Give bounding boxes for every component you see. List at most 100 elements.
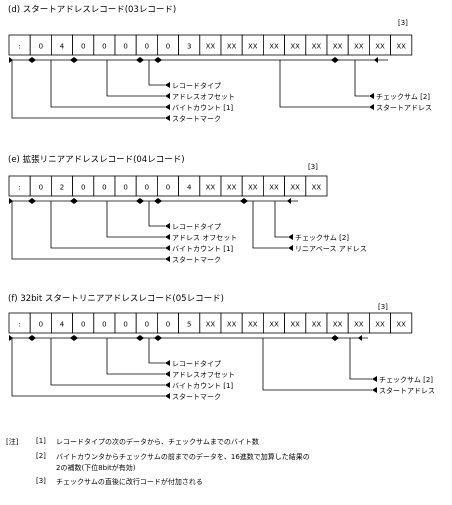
section-f-label-record-type: レコードタイプ [172, 359, 221, 368]
record-cell-text: XX [354, 43, 364, 51]
record-cell-text: XX [269, 43, 279, 51]
section-d-title: (d) スタートアドレスレコード(03レコード) [8, 5, 177, 15]
record-cell-text: 0 [39, 43, 43, 51]
record-cell-text: 3 [187, 43, 191, 51]
record-cell [390, 34, 413, 56]
section-f-ref: [3] [378, 303, 388, 311]
record-cell-text: 0 [81, 184, 85, 192]
record-cell-text: XX [206, 321, 216, 329]
section-e-label-address-offset: アドレス オフセット [172, 234, 237, 242]
section-d-label-start-address: スタートアドレス [376, 103, 432, 112]
record-cell-text: 0 [123, 321, 127, 329]
section-f-label-byte-count: バイトカウント [1] [172, 382, 233, 390]
section-f-label-checksum: チェックサム [2] [379, 376, 433, 384]
section-f-title: (f) 32bit スタートリニアアドレスレコード(05レコード) [8, 294, 224, 304]
section-d-label-start-mark: スタートマーク [172, 114, 221, 123]
record-cell-text: XX [375, 321, 385, 329]
note-1-text: レコードタイプの次のデータから、チェックサムまでのバイト数 [56, 438, 259, 446]
record-cell-text: 0 [81, 321, 85, 329]
record-cell-text: XX [269, 321, 279, 329]
record-cell-text: 0 [39, 184, 43, 192]
record-cell-text: 0 [39, 321, 43, 329]
section-f-diagram: : 0 4 0 0 0 0 0 5 XX XX XX XX XX XX XX XX XX XX レコードタイプ アド… [8, 312, 435, 401]
section-e-label-checksum: チェックサム [2] [295, 234, 349, 242]
note-1-marker: [1] [36, 437, 46, 445]
section-f-label-start-address: スタートアドレス [379, 386, 435, 395]
section-e-arrowheads [9, 198, 293, 262]
record-cell-text: XX [206, 43, 216, 51]
record-cell-text: 0 [102, 321, 106, 329]
record-cell-text: XX [354, 321, 364, 329]
section-d-label-record-type: レコードタイプ [172, 81, 221, 90]
record-cell-text: 2 [60, 184, 64, 192]
record-cell-text: 4 [60, 321, 65, 329]
record-cell-text: 5 [187, 321, 191, 329]
section-d-label-address-offset: アドレスオフセット [172, 93, 235, 101]
section-f-label-start-mark: スタートマーク [172, 392, 221, 401]
section-e-title: (e) 拡張リニアアドレスレコード(04レコード) [8, 155, 185, 165]
section-d-ref: [3] [398, 19, 408, 27]
section-d-label-byte-count: バイトカウント [1] [172, 104, 233, 112]
record-cell-text: XX [290, 184, 300, 192]
notes-heading: [注] [6, 438, 19, 446]
record-cell-text: XX [227, 321, 237, 329]
record-cell-text: XX [333, 43, 343, 51]
record-cell-text: XX [312, 321, 322, 329]
section-e-label-linear-base-address: リニアベース アドレス [295, 245, 367, 253]
record-cell-text: XX [248, 184, 258, 192]
section-e-cells: : 0 2 0 0 0 0 0 4 XX XX XX XX XX XX [8, 175, 328, 197]
note-2-marker: [2] [36, 452, 46, 460]
section-e-ref: [3] [308, 163, 318, 171]
record-cell-text: 0 [102, 184, 106, 192]
record-cell-text: 0 [81, 43, 85, 51]
section-d-diagram: : 0 4 0 0 0 0 0 3 XX XX XX XX XX XX XX XX XX XX レコードタイプ アド… [8, 34, 432, 123]
section-d-leaders [9, 59, 388, 119]
record-cell-text: XX [248, 321, 258, 329]
record-cell-text: XX [227, 43, 237, 51]
record-cell-text: 0 [145, 43, 149, 51]
section-d-label-checksum: チェックサム [2] [376, 93, 430, 101]
record-cell [305, 175, 328, 197]
record-cell-text: XX [312, 184, 322, 192]
record-cell-text: XX [248, 43, 258, 51]
note-2-text-line2: 2の補数(下位8bitが有効) [56, 464, 136, 472]
section-f-arrowheads [9, 335, 377, 399]
record-cell-text: XX [396, 43, 406, 51]
note-3-text: チェックサムの直後に改行コードが付加される [56, 478, 203, 486]
record-cell-text: 0 [166, 321, 170, 329]
record-cell-text: 4 [60, 43, 65, 51]
record-cell-text: 0 [166, 43, 170, 51]
record-cell-text: XX [333, 321, 343, 329]
record-cell-text: 0 [166, 184, 170, 192]
record-cell-text: XX [227, 184, 237, 192]
record-cell-text: XX [396, 321, 406, 329]
record-cell-text: : [18, 43, 20, 51]
section-f-cells: : 0 4 0 0 0 0 0 5 XX XX XX XX XX XX XX XX XX XX [8, 312, 413, 334]
record-cell-text: XX [290, 43, 300, 51]
record-cell-text: XX [375, 43, 385, 51]
record-cell-text: : [18, 321, 20, 329]
record-cell-text: 0 [145, 321, 149, 329]
section-e-diagram: : 0 2 0 0 0 0 0 4 XX XX XX XX XX XX レコードタイプ アドレス オフセット… [8, 175, 367, 264]
section-e-leaders [9, 200, 298, 260]
record-cell-text: XX [206, 184, 216, 192]
record-cell-text: 4 [187, 184, 192, 192]
record-cell-text: : [18, 184, 20, 192]
section-d-arrowheads [9, 57, 378, 121]
record-cell-text: 0 [102, 43, 106, 51]
record-cell [390, 312, 413, 334]
section-e-label-record-type: レコードタイプ [172, 222, 221, 231]
section-f-label-address-offset: アドレスオフセット [172, 371, 235, 379]
note-2-text-line1: バイトカウンタからチェックサムの前までのデータを、16進数で加算した結果の [56, 453, 310, 461]
note-3-marker: [3] [36, 477, 46, 485]
section-d-cells: : 0 4 0 0 0 0 0 3 XX XX XX XX XX XX XX XX XX XX [8, 34, 413, 56]
section-e-label-byte-count: バイトカウント [1] [172, 245, 233, 253]
section-e-label-start-mark: スタートマーク [172, 255, 221, 264]
record-cell-text: 0 [123, 184, 127, 192]
record-cell-text: 0 [123, 43, 127, 51]
record-cell-text: XX [269, 184, 279, 192]
record-cell-text: XX [312, 43, 322, 51]
record-cell-text: XX [290, 321, 300, 329]
section-f-leaders [9, 337, 372, 397]
record-cell-text: 0 [145, 184, 149, 192]
